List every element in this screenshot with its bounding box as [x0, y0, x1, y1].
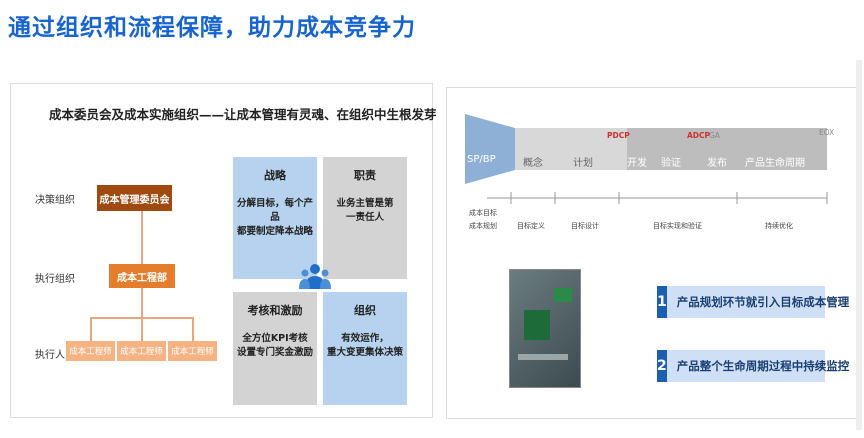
stage-label: 产品生命周期 — [745, 158, 805, 169]
quadrant-desc: 有效运作，重大变更集体决策 — [326, 333, 403, 358]
callout-2: 2 产品整个生命周期过程中持续监控 — [657, 350, 849, 382]
circuit-board-image — [509, 269, 581, 388]
callout-1: 1 产品规划环节就引入目标成本管理 — [657, 286, 849, 318]
quadrant-assess: 考核和激励 全方位KPI考核设置专门奖金激励 — [233, 292, 317, 405]
phase-label: 成本规划 — [469, 222, 497, 230]
connector-line — [141, 317, 143, 341]
org-panel: 成本委员会及成本实施组织——让成本管理有灵魂、在组织中生根发芽 决策组织 执行组… — [10, 83, 437, 418]
row-label-execution: 执行组织 — [35, 274, 75, 285]
cost-dept-box: 成本工程部 — [109, 264, 175, 288]
phase-label: 目标实现和验证 — [653, 222, 702, 230]
lifecycle-funnel — [465, 114, 828, 204]
stage-label: 验证 — [661, 158, 681, 169]
quadrant-title: 战略 — [264, 169, 286, 182]
engineer-box: 成本工程师 — [117, 341, 166, 361]
callout-text: 产品整个生命周期过程中持续监控 — [676, 359, 850, 373]
row-label-staff: 执行人员 — [35, 350, 75, 361]
quadrant-title: 考核和激励 — [247, 304, 303, 317]
quadrant-desc: 分解目标，每个产品都要制定降本战略 — [236, 198, 313, 237]
milestone-pdcp: PDCP — [607, 131, 630, 140]
committee-box: 成本管理委员会 — [97, 185, 172, 211]
milestone-ga: GA — [709, 131, 720, 140]
callout-number: 1 — [657, 286, 667, 318]
connector-line — [90, 317, 92, 341]
phase-label: 持续优化 — [765, 222, 793, 230]
org-panel-title: 成本委员会及成本实施组织——让成本管理有灵魂、在组织中生根发芽 — [49, 107, 437, 122]
connector-line — [141, 288, 143, 318]
stage-label: 概念 — [523, 158, 543, 169]
quadrant-duty: 职责 业务主管是第一责任人 — [323, 157, 407, 279]
quadrant-desc: 全方位KPI考核设置专门奖金激励 — [236, 333, 313, 358]
people-icon — [299, 264, 331, 289]
connector-line — [192, 317, 194, 341]
quadrant-title: 职责 — [354, 169, 376, 182]
phase-label: 成本目标 — [469, 209, 497, 217]
scrollbar[interactable] — [856, 60, 862, 430]
quadrant-strategy: 战略 分解目标，每个产品都要制定降本战略 — [233, 157, 317, 279]
callout-text: 产品规划环节就引入目标成本管理 — [676, 295, 850, 309]
milestone-adcp: ADCP — [687, 131, 711, 140]
stage-label: 发布 — [707, 158, 727, 169]
callout-number: 2 — [657, 350, 667, 382]
phase-label: 目标设计 — [571, 222, 599, 230]
page-title: 通过组织和流程保障，助力成本竞争力 — [8, 15, 416, 41]
phase-label: 目标定义 — [517, 222, 545, 230]
stage-label: 计划 — [573, 158, 593, 169]
engineer-box: 成本工程师 — [168, 341, 217, 361]
quadrant-desc: 业务主管是第一责任人 — [336, 198, 394, 223]
connector-line — [141, 211, 143, 264]
milestone-eox: EOX — [819, 128, 835, 137]
quadrant-org: 组织 有效运作，重大变更集体决策 — [323, 292, 407, 405]
stage-label: SP/BP — [467, 154, 496, 165]
engineer-box: 成本工程师 — [66, 341, 115, 361]
quadrant-title: 组织 — [354, 304, 376, 317]
process-panel: SP/BP 概念 计划 开发 验证 发布 产品生命周期 PDCP ADCP GA… — [446, 87, 860, 419]
row-label-decision: 决策组织 — [35, 195, 75, 206]
stage-label: 开发 — [627, 158, 647, 169]
